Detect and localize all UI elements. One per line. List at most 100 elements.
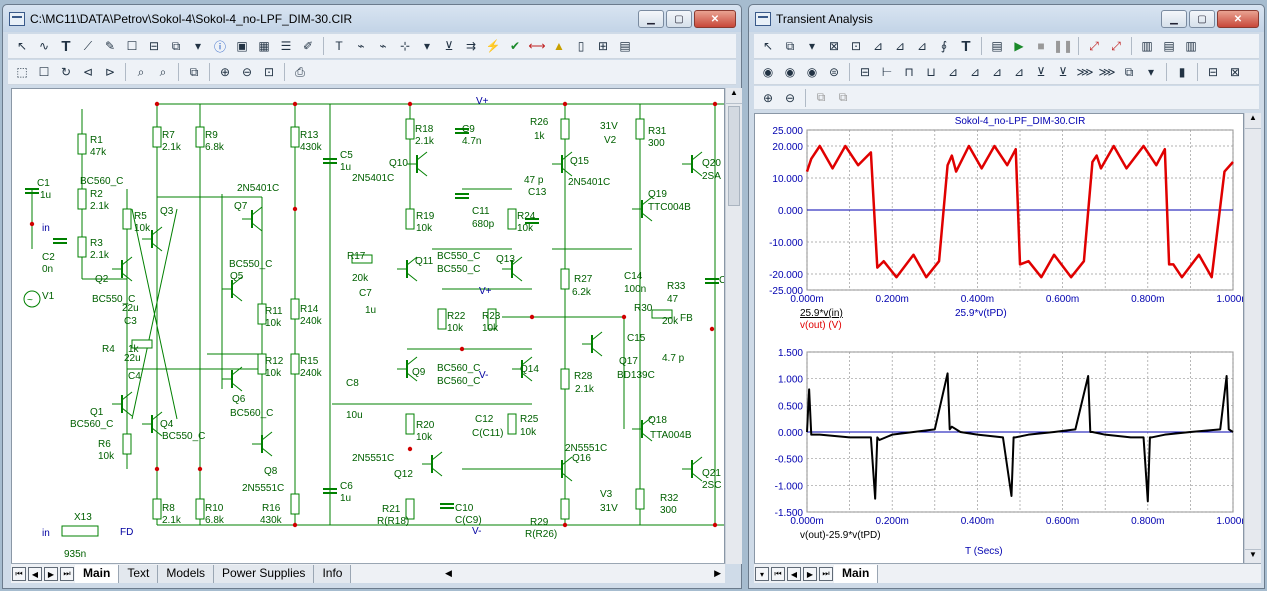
peak-icon[interactable]: ⊢ [881, 65, 893, 79]
pen-icon[interactable]: ✎ [104, 39, 116, 53]
page-icon[interactable]: ▯ [577, 39, 585, 53]
inflect-icon[interactable]: ⊿ [969, 65, 981, 79]
bar-icon[interactable]: ▮ [1178, 65, 1186, 79]
info-icon[interactable]: ☐ [126, 39, 138, 53]
wire-icon[interactable]: ∿ [38, 39, 50, 53]
text-icon[interactable]: T [61, 37, 71, 55]
fit2-icon[interactable]: ⊠ [1229, 65, 1241, 79]
text-icon[interactable]: T [961, 37, 971, 55]
menu-icon[interactable]: ▾ [755, 567, 769, 581]
voltage-icon[interactable]: ⊻ [444, 39, 454, 53]
low-icon[interactable]: ⊿ [947, 65, 959, 79]
last-page-icon[interactable]: ⏭ [819, 567, 833, 581]
formula-icon[interactable]: ∮ [940, 39, 948, 53]
first-page-icon[interactable]: ⏮ [771, 567, 785, 581]
scale-icon[interactable]: ⊠ [828, 39, 840, 53]
tokens-icon[interactable]: ⊿ [894, 39, 906, 53]
next-page-icon[interactable]: ▶ [44, 567, 58, 581]
transient-titlebar[interactable]: Transient Analysis ▁ ▢ ✕ [749, 5, 1264, 32]
tab-models[interactable]: Models [158, 565, 215, 583]
edit-icon[interactable]: ✐ [302, 39, 314, 53]
pan2-icon[interactable]: ⧉ [838, 90, 848, 104]
maximize-button[interactable]: ▢ [1189, 10, 1215, 28]
mirror-icon[interactable]: ⊲ [82, 65, 94, 79]
node-names-icon[interactable]: ⌁ [357, 39, 365, 53]
rotate-icon[interactable]: ↻ [60, 65, 72, 79]
minimize-button[interactable]: ▁ [1161, 10, 1187, 28]
pan-icon[interactable]: ⧉ [816, 90, 826, 104]
zoom-out-icon[interactable]: ⊖ [241, 65, 253, 79]
dropdown-icon[interactable]: ▾ [194, 39, 202, 53]
plot-vscroll[interactable]: ▲ ▼ [1244, 113, 1261, 565]
prev-page-icon[interactable]: ◀ [787, 567, 801, 581]
tab-text[interactable]: Text [119, 565, 159, 583]
cursor2-icon[interactable]: ⤢ [1111, 38, 1121, 53]
optimize-icon[interactable]: ⊜ [828, 65, 840, 79]
maximize-button[interactable]: ▢ [666, 10, 692, 28]
line-icon[interactable]: ⟋ [83, 38, 93, 53]
stop-icon[interactable]: ■ [1037, 39, 1045, 53]
limits2-icon[interactable]: ◉ [784, 65, 796, 79]
first-page-icon[interactable]: ⏮ [12, 567, 26, 581]
properties-icon[interactable]: ▤ [619, 39, 631, 53]
stepping-icon[interactable]: ◉ [806, 65, 818, 79]
table3-icon[interactable]: ▥ [1185, 39, 1197, 53]
schematic-titlebar[interactable]: C:\MC11\DATA\Petrov\Sokol-4\Sokol-4_no-L… [3, 5, 741, 32]
pin-icon[interactable]: ⊹ [399, 39, 411, 53]
attr-text-icon[interactable]: T [335, 39, 343, 53]
prev-page-icon[interactable]: ◀ [28, 567, 42, 581]
run-icon[interactable]: ▶ [1014, 39, 1024, 53]
print-icon[interactable]: ⎙ [295, 64, 305, 79]
top-icon[interactable]: ⊻ [1036, 65, 1046, 79]
schematic-hscroll[interactable]: ◀▶ [441, 563, 725, 583]
power-icon[interactable]: ⚡ [485, 39, 501, 53]
dropdown2-icon[interactable]: ▾ [423, 39, 431, 53]
data-points-icon[interactable]: ⊿ [872, 39, 884, 53]
zoom-in-icon[interactable]: ⊕ [762, 90, 774, 105]
bottom-icon[interactable]: ⊻ [1058, 65, 1068, 79]
properties-icon[interactable]: ▤ [991, 39, 1003, 53]
next-simulation-icon[interactable]: ⋙ [1098, 65, 1116, 79]
minimize-button[interactable]: ▁ [638, 10, 664, 28]
find-next-icon[interactable]: ⌕ [159, 64, 167, 79]
component-icon[interactable]: ⧉ [171, 38, 181, 53]
box-icon[interactable]: ☐ [38, 65, 50, 79]
tab-main[interactable]: Main [834, 565, 879, 583]
select-arrow-icon[interactable]: ↖ [762, 39, 774, 53]
tab-info[interactable]: Info [314, 565, 352, 583]
bus-icon[interactable]: ⊟ [148, 39, 160, 53]
maximize-plot-icon[interactable]: ⊡ [850, 39, 862, 53]
dropdown3-icon[interactable]: ▾ [1147, 65, 1155, 79]
check-icon[interactable]: ✔ [509, 39, 521, 53]
grid-icon[interactable]: ▦ [258, 39, 270, 53]
help-book-icon[interactable]: ▣ [236, 39, 248, 53]
zoom-in-icon[interactable]: ⊕ [219, 65, 231, 79]
slope-icon[interactable]: ⋙ [1076, 65, 1094, 79]
node-numbers-icon[interactable]: ⌁ [379, 39, 387, 53]
limits-icon[interactable]: ◉ [762, 65, 774, 79]
copy-icon[interactable]: ⧉ [1124, 64, 1134, 79]
warning-icon[interactable]: ▲ [553, 39, 565, 53]
schematic-vscroll[interactable]: ▲ [725, 88, 742, 564]
pause-icon[interactable]: ❚❚ [1052, 39, 1074, 53]
select-box-icon[interactable]: ⬚ [16, 65, 28, 79]
next-page-icon[interactable]: ▶ [803, 567, 817, 581]
ruler-icon[interactable]: ⊿ [916, 39, 928, 53]
last-page-icon[interactable]: ⏭ [60, 567, 74, 581]
dropdown-icon[interactable]: ▾ [808, 39, 816, 53]
cursor-mode-icon[interactable]: ⊟ [859, 65, 871, 79]
valley-icon[interactable]: ⊓ [904, 65, 914, 79]
high-icon[interactable]: ⊔ [926, 65, 936, 79]
component-icon[interactable]: ⧉ [785, 38, 795, 53]
flip-icon[interactable]: ⊳ [104, 65, 116, 79]
list-icon[interactable]: ☰ [280, 39, 292, 53]
find-icon[interactable]: ⌕ [137, 64, 145, 79]
fit-icon[interactable]: ⊟ [1207, 65, 1219, 79]
global-low-icon[interactable]: ⊿ [1013, 65, 1025, 79]
tab-power-supplies[interactable]: Power Supplies [214, 565, 315, 583]
current-icon[interactable]: ⇉ [465, 39, 477, 53]
select-arrow-icon[interactable]: ↖ [16, 39, 28, 53]
node-icon[interactable]: ⟷ [528, 39, 546, 53]
